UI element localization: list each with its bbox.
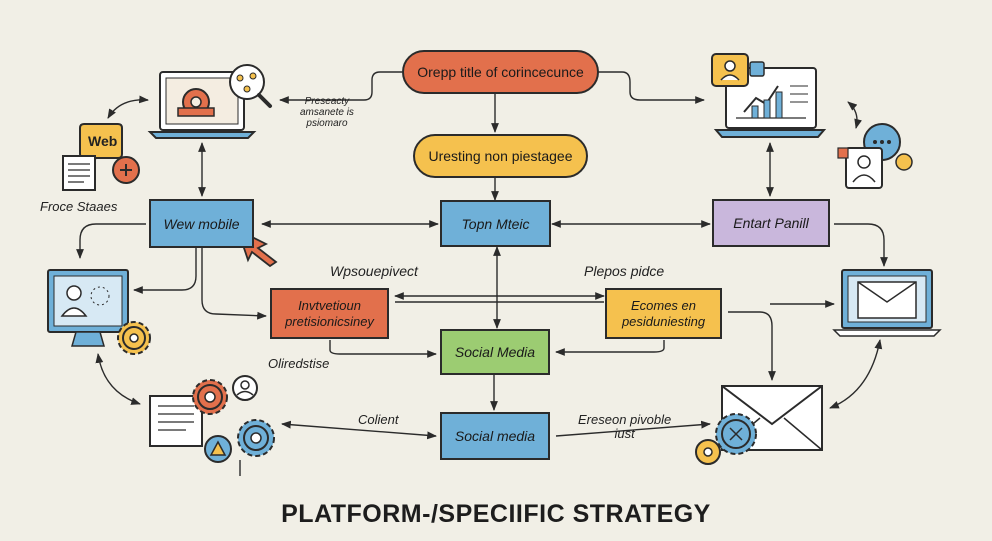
connector [555, 340, 665, 356]
connector [829, 339, 883, 409]
connector [555, 420, 711, 437]
envelope-gear-icon [695, 413, 757, 465]
connector [834, 223, 888, 267]
triangle-icon [204, 435, 232, 463]
connector [279, 71, 402, 104]
connectors [76, 71, 888, 476]
node-social-media-blue[interactable]: Social media [440, 412, 550, 460]
label-small-note: Preseacty amsanete is psiomaro [300, 96, 354, 129]
page-title: PLATFORM-/SPECIIFIC STRATEGY [281, 500, 711, 528]
label-froce-stages: Froce Staaes [40, 199, 118, 214]
connector [76, 223, 146, 259]
connector [728, 311, 776, 381]
node-entart-panill[interactable]: Entart Panill [712, 199, 830, 247]
node-topn-mteic[interactable]: Topn Mteic [440, 200, 551, 247]
label-wpsoue: Wpsouepivect [330, 263, 418, 279]
connector [281, 420, 437, 440]
connector [107, 95, 149, 119]
connector [847, 101, 862, 129]
node-invitation[interactable]: Invtvetioun pretisionicsiney [270, 288, 389, 339]
document-list-icon [149, 395, 203, 447]
document-icon [62, 155, 140, 191]
node-social-media-green[interactable]: Social Media [440, 329, 550, 375]
label-ereseon: Ereseon pivoble iust [578, 412, 672, 442]
monitor-user-icon [47, 269, 129, 347]
gears-icon [192, 379, 275, 457]
connector [133, 248, 197, 294]
magnifier-icon [229, 64, 272, 108]
connector [598, 71, 705, 104]
node-second-pill[interactable]: Uresting non piestagee [413, 134, 588, 178]
connector [201, 248, 267, 320]
connector [329, 340, 437, 358]
user-circle-icon [232, 375, 258, 401]
node-top-pill[interactable]: Orepp title of corincecunce [402, 50, 599, 94]
label-colient: Colient [358, 412, 399, 427]
node-ecomes[interactable]: Ecomes en pesiduniesting [605, 288, 722, 339]
label-web: Web [88, 133, 118, 149]
mail-monitor-icon [832, 269, 942, 337]
connector [95, 353, 141, 405]
node-wew-mobile[interactable]: Wew mobile [149, 199, 254, 248]
label-plepos: Plepos pidce [584, 263, 665, 279]
gear-icon [117, 321, 151, 355]
profile-card-icon [837, 147, 883, 189]
chat-avatar-icon [711, 53, 765, 87]
label-oliredstise: Oliredstise [268, 356, 330, 371]
laptop-gear-icon [147, 71, 257, 139]
